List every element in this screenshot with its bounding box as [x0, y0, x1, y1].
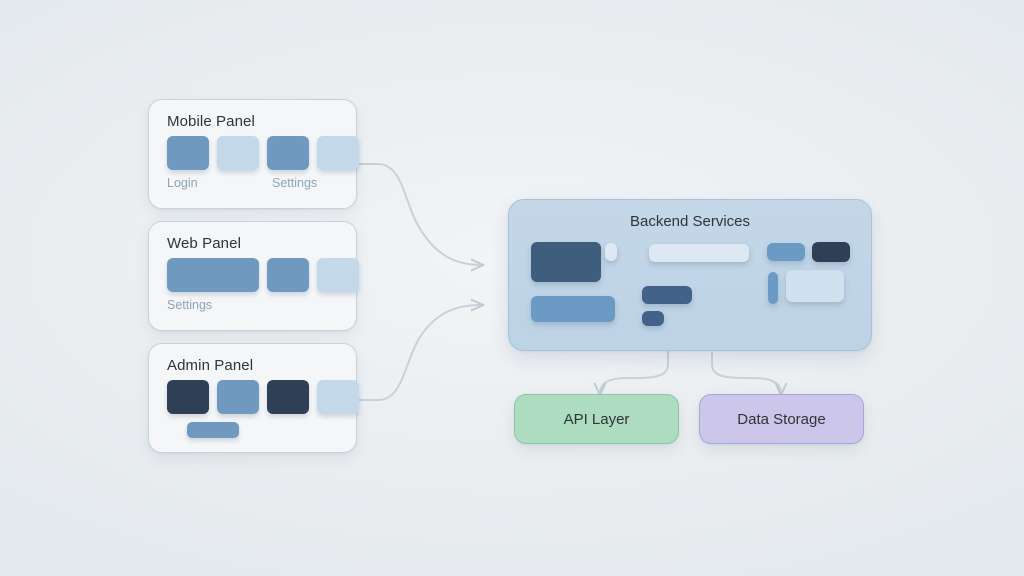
mobile-block-2[interactable] — [217, 136, 259, 170]
admin-block-1[interactable] — [167, 380, 209, 414]
admin-block-2[interactable] — [217, 380, 259, 414]
web-panel-blocks — [167, 258, 359, 292]
queue-bar[interactable] — [649, 244, 749, 262]
connector-mobile-to-backend — [356, 163, 482, 265]
node-rail[interactable] — [768, 272, 778, 304]
connector-admin-to-backend — [356, 305, 482, 401]
node-bar-a[interactable] — [767, 243, 805, 261]
cache-block[interactable] — [786, 270, 844, 302]
mobile-caption-login: Login — [167, 176, 198, 190]
admin-block-3[interactable] — [267, 380, 309, 414]
admin-panel-blocks — [167, 380, 359, 414]
mobile-panel-title: Mobile Panel — [167, 113, 255, 130]
worker-bar[interactable] — [642, 286, 692, 304]
connector-backend-to-storage — [711, 351, 781, 394]
admin-panel-title: Admin Panel — [167, 357, 254, 374]
primary-service-block[interactable] — [531, 242, 601, 282]
web-block-1[interactable] — [167, 258, 259, 292]
data-storage-label: Data Storage — [737, 410, 826, 428]
mobile-block-3[interactable] — [267, 136, 309, 170]
mobile-caption-settings: Settings — [272, 176, 318, 190]
mobile-block-1[interactable] — [167, 136, 209, 170]
admin-sub-block[interactable] — [187, 422, 239, 438]
node-bar-b[interactable] — [812, 242, 850, 262]
web-panel[interactable]: Web Panel Settings — [148, 221, 359, 331]
backend-services-box[interactable]: Backend Services — [508, 199, 872, 351]
web-panel-title: Web Panel — [167, 235, 242, 252]
mobile-panel[interactable]: Mobile Panel Login Settings — [148, 99, 359, 209]
mobile-block-4[interactable] — [317, 136, 359, 170]
backend-services-title: Backend Services — [629, 213, 751, 230]
secondary-service-bar[interactable] — [531, 296, 615, 322]
web-block-2[interactable] — [267, 258, 309, 292]
connector-backend-to-api — [600, 351, 669, 394]
api-layer-label: API Layer — [563, 410, 630, 428]
web-caption-settings: Settings — [167, 298, 213, 312]
admin-block-4[interactable] — [317, 380, 359, 414]
web-block-3[interactable] — [317, 258, 359, 292]
admin-panel[interactable]: Admin Panel — [148, 343, 359, 453]
worker-bar-small[interactable] — [642, 311, 664, 326]
mobile-panel-blocks — [167, 136, 359, 170]
service-badge[interactable] — [605, 243, 617, 261]
api-layer-box[interactable]: API Layer — [514, 394, 679, 444]
data-storage-box[interactable]: Data Storage — [699, 394, 864, 444]
